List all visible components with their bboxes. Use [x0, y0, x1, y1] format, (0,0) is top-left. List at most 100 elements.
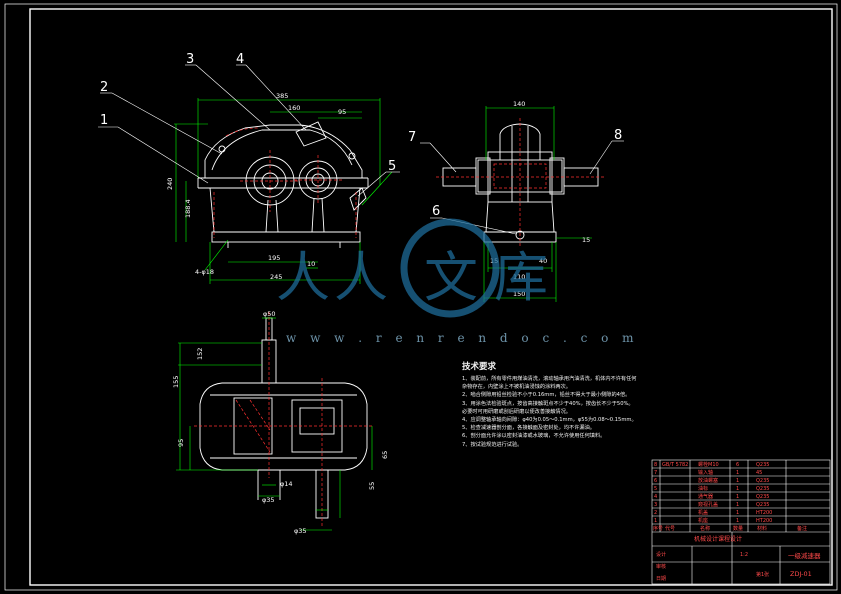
side-view	[442, 123, 599, 243]
dim-side-40: 40	[539, 257, 547, 265]
requirement-line-9: 7、按试验规范进行试验。	[462, 441, 523, 448]
tb-row-2-material: 45	[756, 470, 762, 476]
tb-header-material: 材料	[757, 525, 767, 532]
dim-top-155: 155	[172, 376, 180, 388]
outer-frame	[4, 3, 838, 591]
tb-row-3-name: 放油螺塞	[698, 477, 718, 484]
front-dimension-texts: 385 160 95 240 188.4 195 10 245 4-φ18	[166, 92, 346, 281]
tb-row-7-index: 2	[654, 510, 657, 516]
dim-front-240: 240	[166, 178, 174, 190]
tb-school: 机械设计课程设计	[694, 535, 742, 543]
dim-front-95: 95	[338, 108, 346, 116]
tb-row-8-name: 机座	[698, 517, 708, 524]
balloon-7: 7	[408, 130, 416, 145]
title-block	[651, 459, 831, 585]
top-dimension-texts: φ50 152 155 95 φ14 55 φ35 65 φ35	[172, 310, 389, 535]
tb-row-1-material: Q235	[756, 462, 769, 468]
tb-drawing-no: ZDJ-01	[790, 570, 812, 578]
tb-row-5-material: Q235	[756, 494, 769, 500]
tb-row-8-index: 1	[654, 518, 657, 524]
leader-lines	[98, 64, 624, 235]
tb-row-4-material: Q235	[756, 486, 769, 492]
tb-header-note: 备注	[797, 525, 807, 532]
tb-row-3-qty: 1	[736, 478, 739, 484]
tb-row-6-name: 窥视孔盖	[698, 501, 718, 508]
requirement-line-1: 1、装配前，所有零件用煤油清洗，滚动轴承用汽油清洗，机体内不许有任何	[462, 376, 637, 382]
tb-row-3-material: Q235	[756, 478, 769, 484]
tb-row-2-index: 7	[654, 470, 657, 476]
dim-front-160: 160	[288, 104, 300, 112]
tb-scale: 1:2	[740, 552, 748, 558]
tb-sign-check: 审核	[656, 563, 666, 570]
tb-row-6-material: Q235	[756, 502, 769, 508]
tb-row-1-code: GB/T 5782	[662, 462, 688, 468]
dim-side-110: 110	[513, 273, 525, 281]
tb-sheet: 第1张	[756, 571, 769, 578]
tb-row-6-qty: 1	[736, 502, 739, 508]
tb-drawing-name: 一级减速器	[788, 551, 821, 560]
technical-requirements: 技术要求 1、装配前，所有零件用煤油清洗，滚动轴承用汽油清洗，机体内不许有任何 …	[462, 360, 707, 449]
balloon-labels: 1 2 3 4 5 6 7 8	[100, 52, 622, 219]
dim-top-65: 65	[381, 451, 389, 459]
dim-top-phi35b: φ35	[294, 527, 307, 535]
tb-header-index: 序号	[653, 525, 663, 532]
tb-row-4-qty: 1	[736, 486, 739, 492]
watermark-char-4: 库	[494, 246, 548, 309]
balloon-6: 6	[432, 204, 440, 219]
balloon-4: 4	[236, 52, 244, 67]
watermark-char-2: 人	[334, 246, 388, 309]
requirement-line-2: 杂物存在，内壁涂上不被机油浸蚀的涂料两次。	[462, 384, 571, 391]
tb-row-4-index: 5	[654, 486, 657, 492]
tb-row-5-name: 通气器	[698, 493, 713, 500]
top-view-section-lines	[194, 312, 374, 528]
dim-top-phi14: φ14	[280, 480, 293, 488]
dim-side-15: 15	[582, 236, 590, 244]
tb-row-8-qty: 1	[736, 518, 739, 524]
tb-row-6-index: 3	[654, 502, 657, 508]
tb-row-2-qty: 1	[736, 470, 739, 476]
tb-header-code: 代号	[665, 525, 675, 532]
dim-front-195: 195	[268, 254, 280, 262]
requirement-line-6: 4、应调整轴承轴向间隙：φ40为0.05～0.1mm，φ55为0.08～0.15…	[462, 417, 637, 424]
balloon-3: 3	[186, 52, 194, 67]
tb-row-8-material: HT200	[756, 518, 772, 524]
requirement-line-8: 6、剖分面允许涂以密封油漆或水玻璃，不允许使用任何填料。	[462, 433, 606, 440]
dim-top-phi35: φ35	[262, 496, 275, 504]
tb-row-7-material: HT200	[756, 510, 772, 516]
tb-row-2-name: 输入轴	[698, 469, 713, 476]
dim-top-95: 95	[177, 439, 185, 447]
tb-row-5-qty: 1	[736, 494, 739, 500]
watermark-char-3: 文	[424, 246, 478, 309]
tb-row-5-index: 4	[654, 494, 657, 500]
dim-front-holes: 4-φ18	[195, 268, 214, 276]
tb-row-3-index: 6	[654, 478, 657, 484]
dim-top-55: 55	[368, 482, 376, 490]
balloon-1: 1	[100, 113, 108, 128]
tb-header-qty: 数量	[733, 525, 743, 532]
watermark-logo: 人 人 文 库	[276, 218, 548, 318]
dim-top-phi50: φ50	[263, 310, 276, 318]
watermark-url: w w w . r e n r e n d o c . c o m	[286, 331, 639, 345]
front-view-dimensions	[174, 98, 393, 284]
requirement-line-7: 5、检查减速器剖分面，各接触面及密封处，均不许漏油。	[462, 425, 595, 432]
dim-side-140: 140	[513, 100, 525, 108]
balloon-8: 8	[614, 128, 622, 143]
tb-row-1-qty: 6	[736, 462, 739, 468]
technical-requirements-title: 技术要求	[462, 362, 497, 372]
front-view-section-lines	[213, 127, 357, 238]
tb-row-7-name: 机盖	[698, 509, 708, 516]
tb-row-7-qty: 1	[736, 510, 739, 516]
watermark-char-1: 人	[276, 246, 330, 309]
balloon-5: 5	[388, 159, 396, 174]
tb-sign-design: 设计	[656, 551, 666, 558]
side-view-section-lines	[436, 118, 606, 246]
side-view-dimensions	[483, 106, 592, 302]
requirement-line-5: 必要时可用研磨或刮后研磨以便改善接触情况。	[462, 408, 571, 415]
tb-sign-date: 日期	[656, 576, 666, 582]
dim-top-152: 152	[196, 348, 204, 360]
inner-frame	[29, 8, 833, 586]
dim-front-10: 10	[307, 260, 315, 268]
balloon-2: 2	[100, 80, 108, 95]
top-view-dimensions	[176, 317, 373, 531]
